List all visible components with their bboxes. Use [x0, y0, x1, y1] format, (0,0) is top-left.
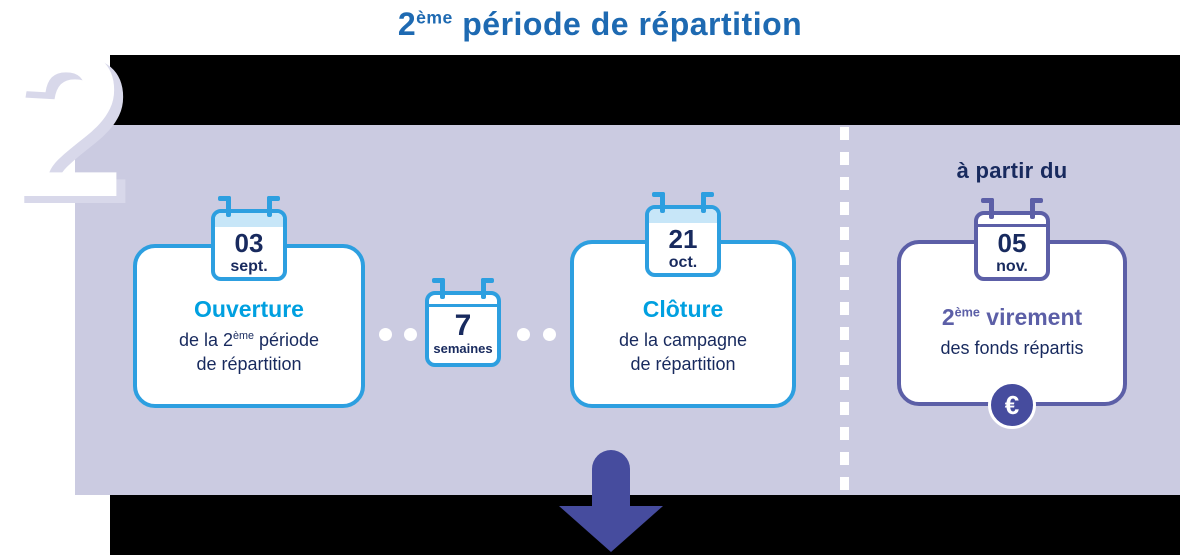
card-payment-text: des fonds répartis: [940, 337, 1084, 358]
page-title: 2ème période de répartition: [0, 6, 1200, 43]
calendar-ring-icon: [218, 196, 231, 217]
card-payment-heading: 2ème virement: [942, 304, 1082, 331]
calendar-ring-icon: [1030, 198, 1043, 219]
calendar-icon-opening: 03 sept.: [211, 196, 287, 281]
title-text: période de répartition: [452, 6, 803, 42]
euro-symbol: €: [1004, 389, 1020, 420]
down-arrow-icon: [592, 450, 630, 508]
card-closing-heading: Clôture: [642, 296, 724, 323]
calendar-day: 03: [234, 228, 264, 258]
text-superscript: ème: [954, 304, 980, 319]
dashed-divider: [840, 127, 849, 493]
connector-dot: [379, 328, 392, 341]
calendar-icon-payment: 05 nov.: [974, 198, 1050, 281]
text-fragment: période: [254, 330, 320, 351]
card-closing-text: de la campagne de répartition: [619, 329, 747, 376]
calendar-body: 21 oct.: [645, 205, 721, 277]
calendar-month: oct.: [668, 253, 698, 271]
calendar-month: nov.: [996, 257, 1028, 275]
calendar-body: 03 sept.: [211, 209, 287, 281]
text-fragment: 2: [941, 303, 955, 330]
connector-dot: [404, 328, 417, 341]
calendar-body: 05 nov.: [974, 211, 1050, 281]
calendar-ring-icon: [432, 278, 445, 299]
connector-dot: [543, 328, 556, 341]
calendar-ring-icon: [701, 192, 714, 213]
card-opening-line2: de répartition: [196, 353, 302, 374]
payment-kicker: à partir du: [956, 158, 1068, 183]
card-payment: 2ème virement des fonds répartis €: [897, 240, 1127, 429]
calendar-day: 21: [668, 224, 698, 254]
title-number: 2: [397, 6, 417, 42]
duration-unit: semaines: [433, 341, 493, 356]
duration-value: 7: [454, 309, 472, 342]
calendar-ring-icon: [652, 192, 665, 213]
card-opening-line1: de la 2ème période: [179, 329, 319, 352]
calendar-ring-icon: [481, 278, 494, 299]
calendar-body: 7 semaines: [425, 291, 501, 367]
calendar-ring-icon: [981, 198, 994, 219]
calendar-day: 05: [997, 228, 1027, 258]
card-closing-line2: de répartition: [630, 353, 736, 374]
calendar-ring-icon: [267, 196, 280, 217]
text-fragment: virement: [979, 303, 1083, 330]
euro-icon: €: [988, 381, 1036, 429]
calendar-icon-duration: 7 semaines: [425, 278, 501, 367]
card-opening-text: de la 2ème période de répartition: [179, 329, 319, 376]
calendar-icon-closing: 21 oct.: [645, 192, 721, 277]
calendar-header: [649, 209, 717, 223]
calendar-month: sept.: [230, 257, 268, 275]
text-superscript: ème: [232, 330, 254, 343]
calendar-header: [215, 213, 283, 227]
down-arrow-head-icon: [559, 506, 663, 552]
calendar-header: [978, 215, 1046, 227]
card-opening-heading: Ouverture: [194, 296, 304, 323]
step-number: 2: [8, 6, 125, 241]
connector-dot: [517, 328, 530, 341]
text-fragment: de la 2: [178, 330, 233, 351]
card-opening: Ouverture de la 2ème période de répartit…: [133, 244, 365, 408]
calendar-header: [429, 295, 497, 307]
title-superscript: ème: [416, 7, 453, 28]
top-black-band: [110, 55, 1180, 125]
card-closing-line1: de la campagne: [618, 330, 748, 351]
